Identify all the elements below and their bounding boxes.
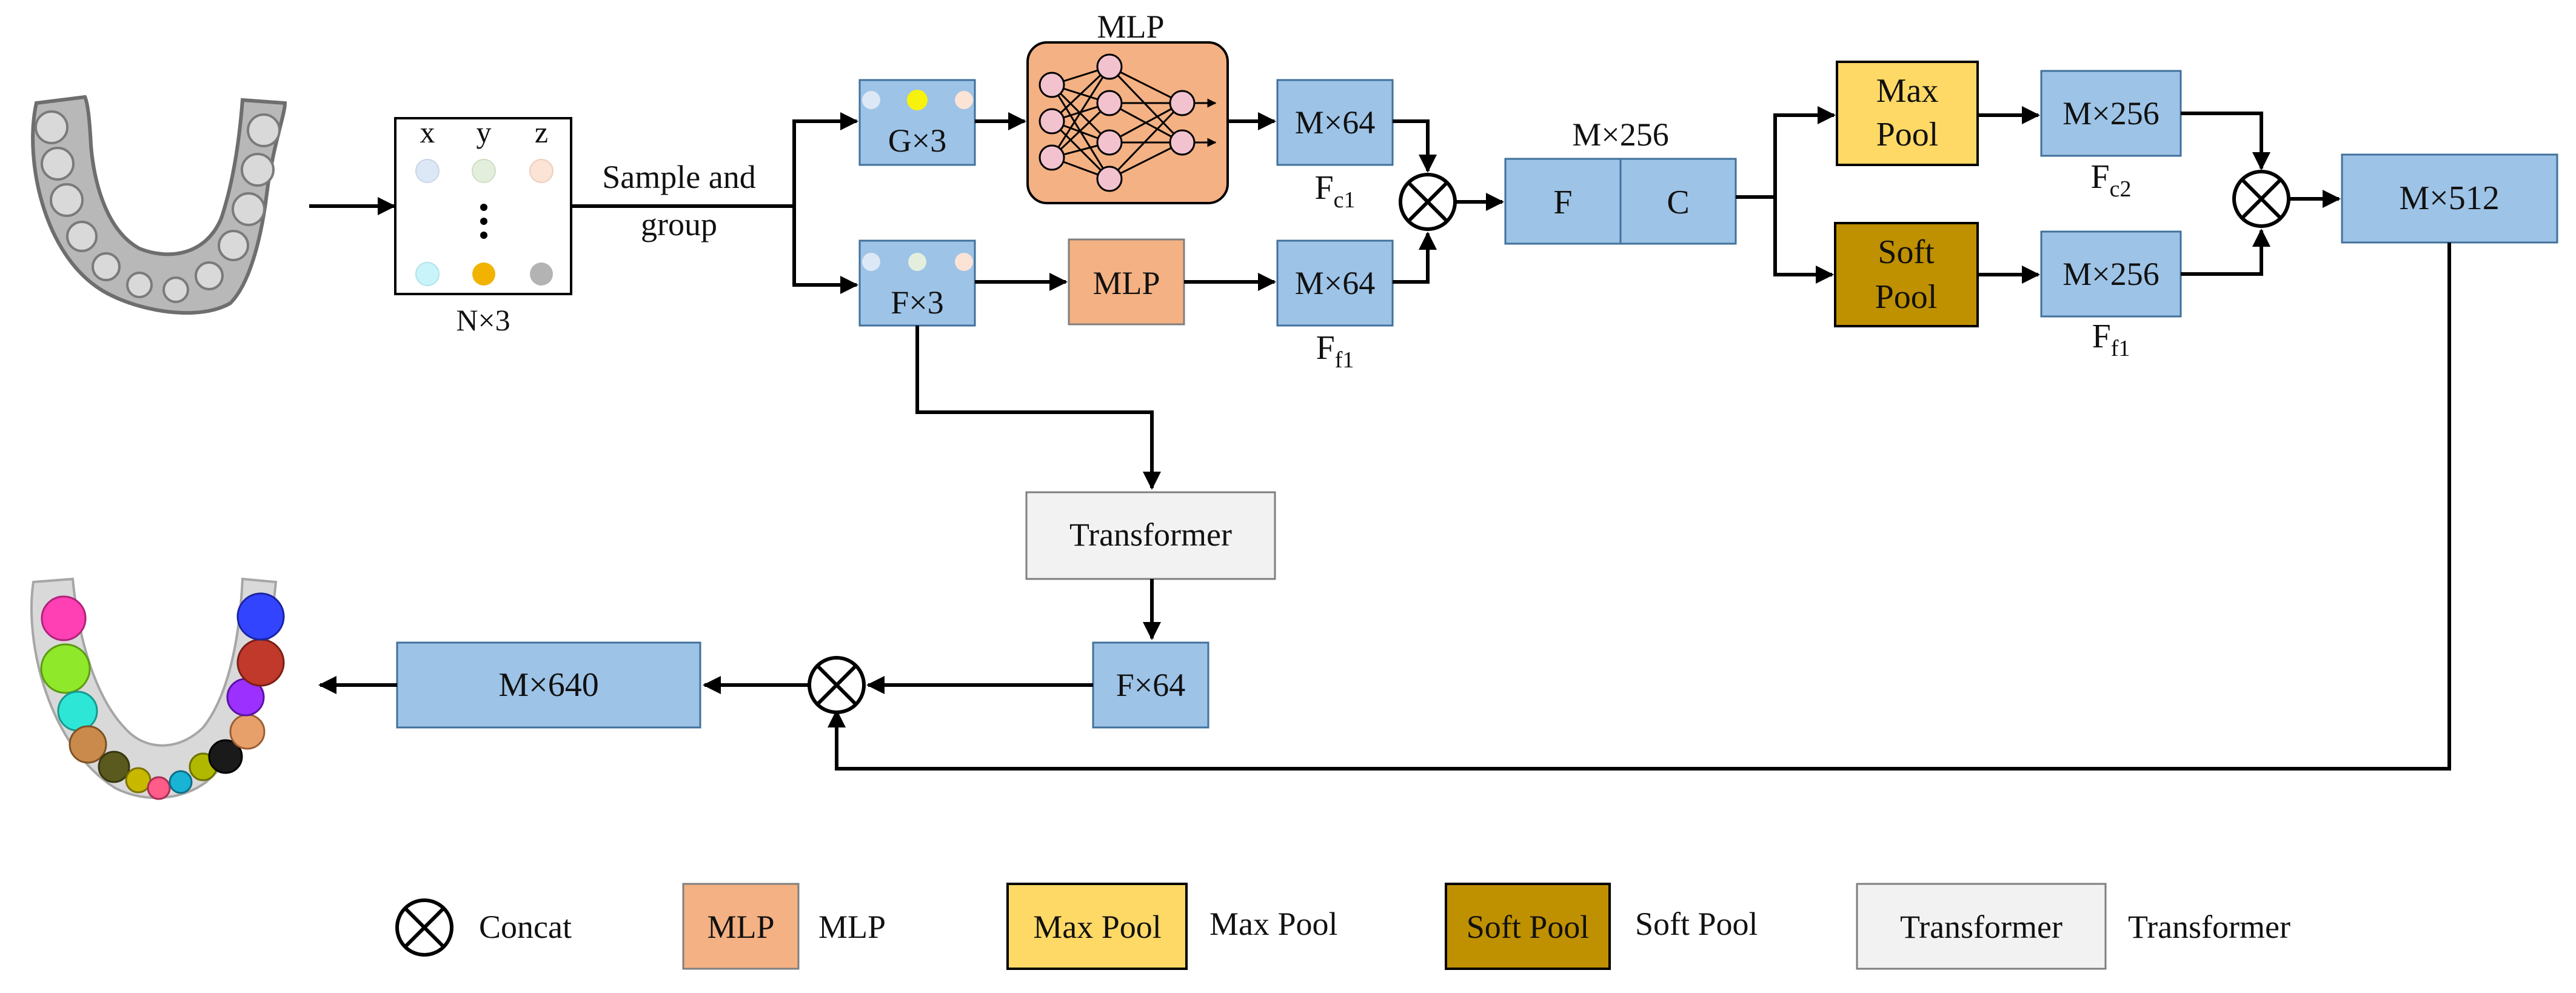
m512-label: M×512 (2399, 179, 2499, 217)
matrix-header-z: z (535, 115, 548, 149)
fc-m256-block: M×256 F C (1504, 116, 1737, 245)
m256-top-block: M×256 Fc2 (2040, 70, 2182, 202)
max-pool-label-line1: Max (1876, 72, 1939, 110)
legend-transformer-label: Transformer (2128, 909, 2290, 945)
concat-icon (2232, 170, 2290, 228)
soft-pool-block: Soft Pool (1834, 222, 1979, 327)
matrix-header-y: y (477, 115, 492, 149)
m640-label: M×640 (498, 666, 598, 704)
m256-bottom-label: M×256 (2062, 256, 2159, 292)
mlp-network-block: MLP (1026, 8, 1229, 204)
fc-left-label: F (1553, 184, 1572, 221)
legend-maxpool-label: Max Pool (1209, 906, 1338, 942)
ff1b-label: Ff1 (2092, 318, 2130, 361)
m64-bottom-label: M×64 (1295, 265, 1375, 301)
soft-pool-label-line2: Pool (1875, 278, 1938, 316)
m512-block: M×512 (2341, 153, 2558, 244)
soft-pool-label-line1: Soft (1878, 233, 1935, 271)
fc-right-label: C (1667, 184, 1689, 221)
sample-group-label-line1: Sample and (602, 159, 755, 195)
legend-softpool-swatch (1445, 883, 1611, 970)
legend-softpool-box-label: Soft Pool (1467, 909, 1590, 945)
f64-label: F×64 (1116, 667, 1186, 703)
legend: Concat MLP MLP Max Pool Max Pool Soft Po… (395, 883, 2290, 970)
legend-transformer-swatch (1856, 883, 2107, 970)
fc2-label: Fc2 (2090, 158, 2131, 202)
g3-label: G×3 (888, 122, 946, 159)
legend-mlp-swatch (682, 883, 800, 970)
ff1-label: Ff1 (1316, 329, 1354, 373)
matrix-label: N×3 (456, 303, 510, 337)
m640-block: M×640 (396, 641, 701, 729)
legend-softpool-label: Soft Pool (1635, 906, 1758, 942)
max-pool-label-line2: Pool (1876, 116, 1939, 153)
f3-block: F×3 (858, 239, 976, 327)
input-point-matrix: x y z N×3 (394, 115, 572, 337)
m256-bottom-block: M×256 Ff1 (2040, 230, 2182, 361)
m256-top-label: M×256 (2062, 95, 2159, 132)
max-pool-block: Max Pool (1836, 61, 1979, 166)
mlp-bottom-label: MLP (1092, 265, 1160, 301)
legend-transformer-box-label: Transformer (1900, 909, 2062, 945)
matrix-header-x: x (420, 115, 435, 149)
transformer-block: Transformer (1025, 491, 1276, 580)
legend-concat-label: Concat (479, 909, 572, 945)
legend-maxpool-swatch (1006, 883, 1188, 970)
legend-mlp-box-label: MLP (707, 909, 774, 945)
concat-icon (808, 656, 866, 714)
legend-maxpool-box-label: Max Pool (1033, 909, 1162, 945)
sample-group-label-line2: group (641, 206, 717, 242)
m64-top-block: M×64 Fc1 (1276, 79, 1394, 213)
f64-block: F×64 (1092, 641, 1209, 729)
mlp-top-title: MLP (1097, 8, 1164, 45)
m64-top-label: M×64 (1295, 104, 1375, 141)
segmented-teeth-output-icon (30, 577, 285, 800)
concat-icon (1399, 173, 1457, 231)
legend-mlp-label: MLP (818, 909, 886, 945)
g3-block: G×3 (858, 79, 976, 166)
m64-bottom-block: M×64 Ff1 (1276, 239, 1394, 373)
transformer-label: Transformer (1069, 517, 1232, 553)
mlp-bottom-block: MLP (1068, 238, 1185, 326)
concat-icon (395, 898, 453, 957)
f3-label: F×3 (891, 284, 944, 321)
dental-scan-input-icon (31, 95, 287, 315)
fc1-label: Fc1 (1314, 169, 1355, 213)
m256-title: M×256 (1572, 116, 1668, 153)
